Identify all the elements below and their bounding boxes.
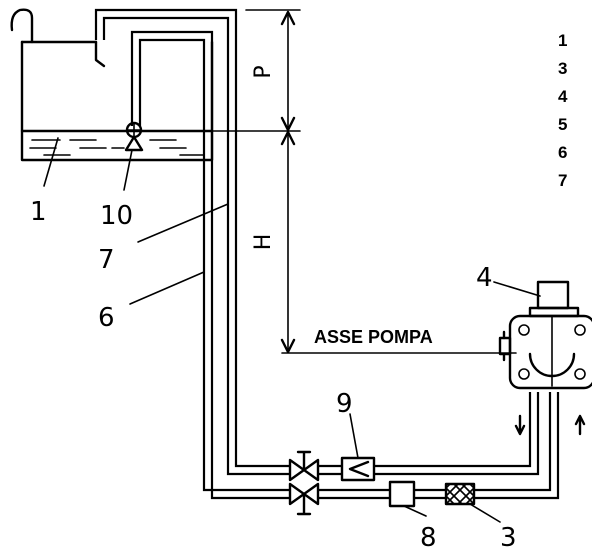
- gate-valve-suction: [288, 482, 320, 516]
- label-strainer: 3: [500, 523, 517, 548]
- leader-suction-pipe: [129, 271, 205, 305]
- labels: 1 10 7 6 4 9 8 3 P H ASSE POMPA: [30, 65, 517, 548]
- foot-valve: [124, 121, 144, 152]
- suction-pipe: [130, 30, 560, 500]
- label-suction-pipe: 6: [98, 303, 115, 333]
- label-filter: 8: [420, 523, 437, 548]
- label-height-h: H: [251, 234, 276, 251]
- label-height-p: P: [251, 65, 276, 78]
- label-check-valve: 9: [336, 389, 353, 419]
- legend-item: 1: [558, 31, 567, 50]
- label-pump: 4: [476, 263, 493, 293]
- gate-valve-return: [288, 450, 320, 482]
- leader-lines: [43, 137, 541, 523]
- dimension-lines: [211, 9, 517, 354]
- flow-up-arrow: [574, 414, 586, 436]
- tank-outline: [20, 40, 214, 162]
- pump: [498, 280, 592, 436]
- filter-block: [388, 480, 416, 508]
- legend-item: 5: [558, 115, 567, 134]
- tank-vent-pipe: [10, 8, 34, 44]
- tank-liquid-hatch: [29, 139, 205, 156]
- legend-item: 4: [558, 87, 568, 106]
- leader-tank: [43, 137, 59, 187]
- legend-item: 7: [558, 171, 567, 190]
- leader-pump: [493, 281, 541, 297]
- tank-inlet: [94, 40, 106, 68]
- strainer: [444, 482, 476, 506]
- number-legend: 1 3 4 5 6 7: [558, 31, 568, 190]
- label-pump-axis: ASSE POMPA: [314, 327, 433, 347]
- return-pipe: [94, 8, 540, 476]
- legend-item: 3: [558, 59, 567, 78]
- leader-strainer: [469, 503, 501, 523]
- leader-check-valve: [349, 413, 359, 459]
- label-tank: 1: [30, 197, 47, 227]
- legend-item: 6: [558, 143, 567, 162]
- leader-foot-valve: [123, 149, 133, 191]
- leader-return-pipe: [137, 203, 229, 243]
- flow-down-arrow: [514, 414, 526, 436]
- label-foot-valve: 10: [100, 201, 133, 231]
- label-return-pipe: 7: [98, 245, 115, 275]
- pump-body: [508, 314, 592, 390]
- leader-filter: [403, 505, 427, 517]
- pump-solenoid: [536, 280, 570, 310]
- check-valve: [340, 456, 376, 482]
